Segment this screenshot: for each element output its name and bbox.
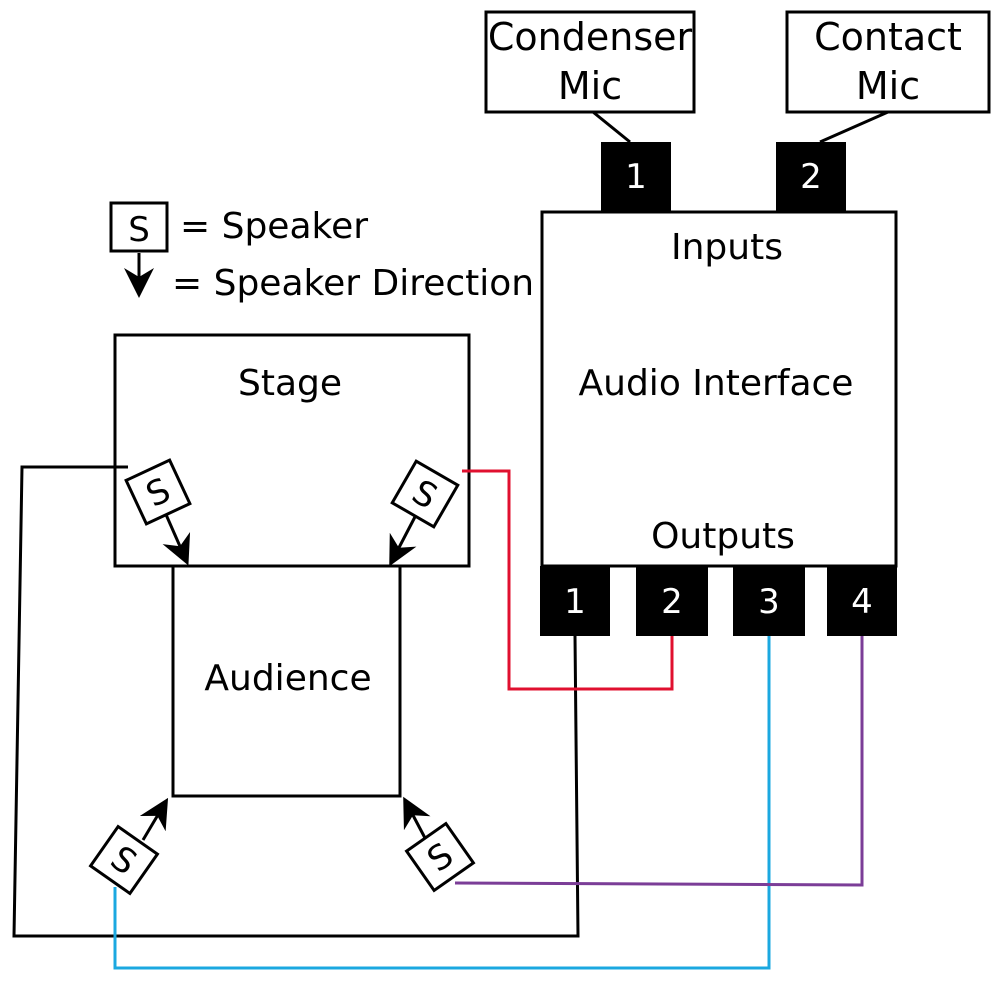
input-port-2: 2: [776, 142, 846, 212]
input-port-1-label: 1: [625, 157, 647, 197]
speaker-audience-right: S: [403, 796, 476, 893]
stage-label: Stage: [238, 363, 342, 404]
legend-speaker-label: = Speaker: [180, 206, 368, 247]
output-port-1: 1: [540, 566, 610, 636]
condenser-mic-label-line2: Mic: [558, 64, 622, 108]
speaker-stage-left-icon: [124, 458, 192, 526]
output-port-2: 2: [636, 566, 708, 636]
contact-mic: Contact Mic: [785, 10, 991, 114]
condenser-mic: Condenser Mic: [484, 10, 696, 114]
output-port-1-label: 1: [564, 582, 586, 622]
contact-mic-label-line2: Mic: [856, 64, 920, 108]
output-port-2-label: 2: [661, 582, 683, 622]
input-port-2-label: 2: [800, 157, 822, 197]
cable-output-3: [113, 636, 771, 970]
condenser-mic-cable: [592, 110, 631, 144]
speaker-audience-left-icon: [88, 824, 160, 896]
legend: S = Speaker = Speaker Direction: [109, 201, 534, 304]
speaker-stage-right-icon: [390, 459, 460, 529]
legend-speaker-symbol: S: [128, 210, 150, 250]
output-port-4-label: 4: [851, 582, 873, 622]
cable-output-4: [454, 636, 864, 887]
audience: Audience: [171, 564, 402, 798]
output-port-3-label: 3: [758, 582, 780, 622]
speaker-stage-left: S: [124, 458, 192, 566]
speaker-audience-left: S: [88, 797, 169, 896]
audio-interface: Inputs Audio Interface Outputs: [540, 210, 898, 568]
legend-direction-label: = Speaker Direction: [172, 263, 534, 304]
audio-interface-title: Audio Interface: [579, 363, 854, 404]
contact-mic-label-line1: Contact: [814, 15, 962, 59]
input-port-1: 1: [601, 142, 671, 212]
cable-output-2: [462, 469, 674, 691]
speaker-stage-right: S: [389, 459, 460, 567]
speaker-audience-right-direction-arrow-icon: [403, 796, 431, 839]
speaker-audience-left-direction-arrow-icon: [139, 797, 169, 841]
legend-speaker-icon: [109, 201, 169, 253]
outputs-label: Outputs: [651, 516, 795, 557]
stage: Stage: [113, 333, 471, 568]
speaker-audience-right-icon: [404, 821, 476, 893]
contact-mic-cable: [819, 110, 889, 144]
condenser-mic-label-line1: Condenser: [488, 15, 693, 59]
inputs-label: Inputs: [671, 227, 783, 268]
speaker-stage-right-direction-arrow-icon: [389, 512, 419, 567]
output-port-4: 4: [827, 566, 897, 636]
speaker-stage-left-direction-arrow-icon: [162, 509, 191, 566]
output-port-3: 3: [733, 566, 805, 636]
cable-output-1: [12, 465, 580, 938]
audience-label: Audience: [204, 658, 371, 699]
